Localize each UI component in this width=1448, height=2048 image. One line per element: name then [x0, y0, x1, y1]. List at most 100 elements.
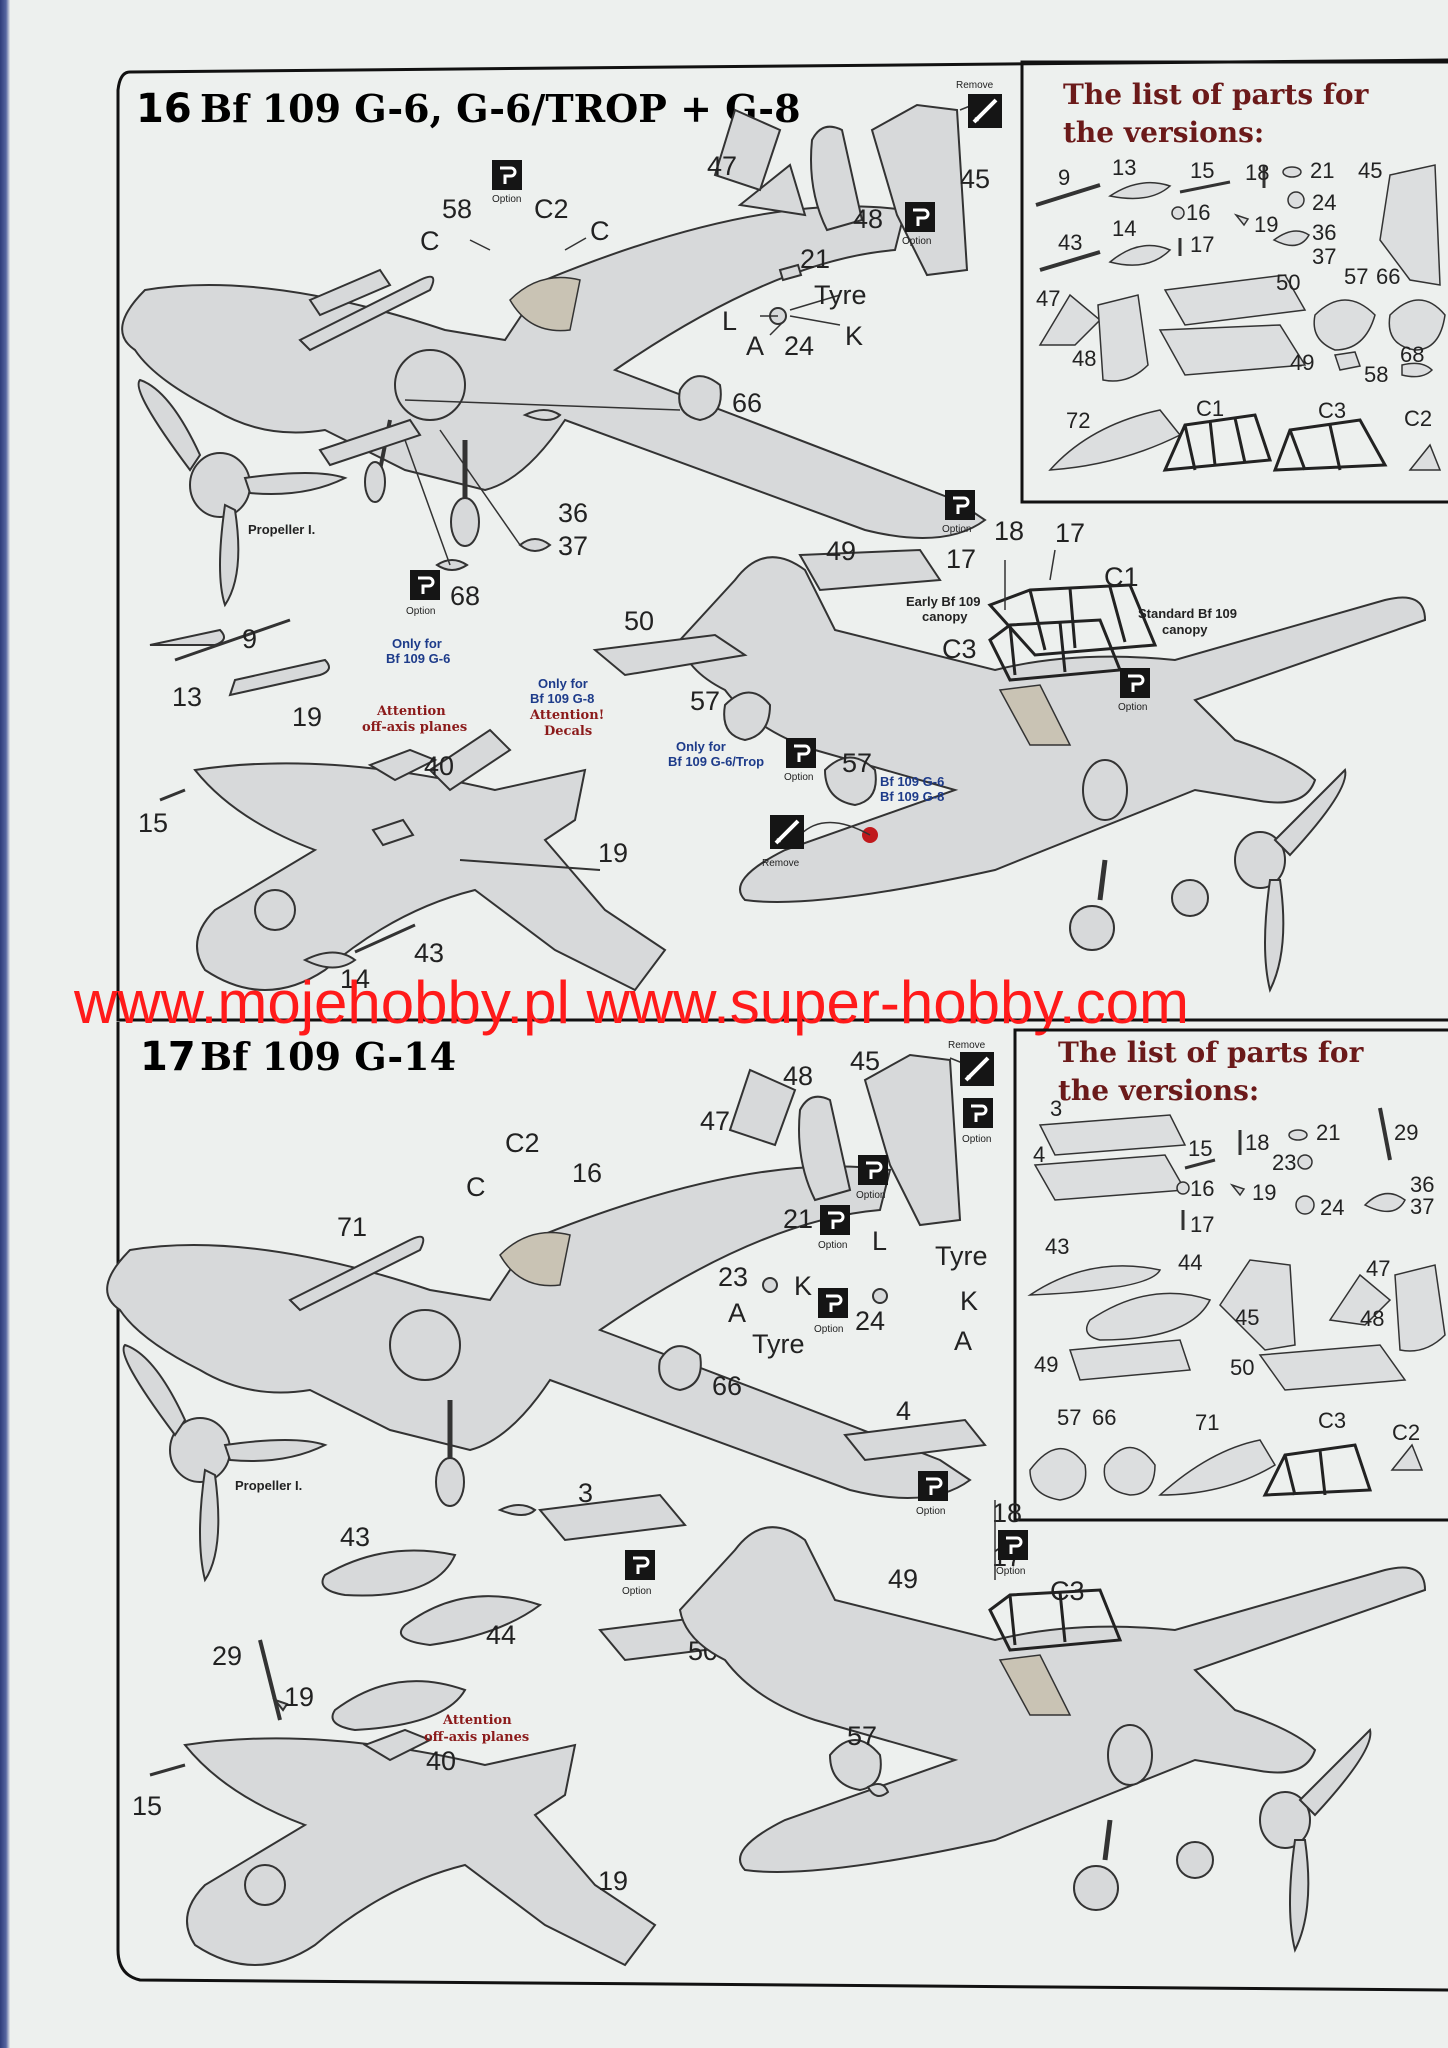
- svg-text:68: 68: [1400, 342, 1424, 367]
- svg-text:17: 17: [1190, 1212, 1214, 1237]
- svg-text:71: 71: [337, 1212, 367, 1242]
- svg-text:24: 24: [1312, 190, 1336, 215]
- svg-text:57: 57: [842, 748, 872, 778]
- svg-text:Only for: Only for: [676, 739, 726, 754]
- svg-text:50: 50: [1276, 270, 1300, 295]
- svg-text:Attention: Attention: [376, 704, 446, 719]
- step16-remove-icon-bottom: [768, 813, 806, 851]
- svg-text:17: 17: [1055, 518, 1085, 548]
- svg-text:Attention!: Attention!: [529, 708, 604, 723]
- step16-option-icon-6: [784, 736, 818, 770]
- svg-text:45: 45: [1235, 1305, 1259, 1330]
- svg-text:Remove: Remove: [762, 858, 800, 869]
- svg-text:36: 36: [1410, 1172, 1434, 1197]
- step17-option-icon-3: [818, 1203, 852, 1237]
- svg-text:Bf 109 G-8: Bf 109 G-8: [880, 789, 944, 804]
- svg-text:71: 71: [1195, 1410, 1219, 1435]
- svg-text:Early Bf 109: Early Bf 109: [906, 594, 980, 609]
- step16-option-icon-2: [903, 200, 937, 234]
- svg-text:47: 47: [707, 151, 737, 181]
- step17-option-icon-2: [856, 1153, 890, 1187]
- step17-title: Bf 109 G-14: [200, 1034, 456, 1079]
- svg-text:49: 49: [888, 1564, 918, 1594]
- svg-text:49: 49: [826, 536, 856, 566]
- step17-list-box: [1013, 1028, 1448, 1522]
- svg-text:23: 23: [1272, 1150, 1296, 1175]
- svg-text:24: 24: [784, 331, 814, 361]
- svg-text:canopy: canopy: [1162, 622, 1208, 637]
- svg-text:K: K: [960, 1286, 978, 1316]
- svg-text:49: 49: [1290, 350, 1314, 375]
- svg-text:off-axis planes: off-axis planes: [424, 1730, 529, 1745]
- svg-text:C3: C3: [1318, 398, 1346, 423]
- svg-text:36: 36: [558, 498, 588, 528]
- step16-number: 16: [136, 86, 192, 132]
- svg-text:58: 58: [442, 194, 472, 224]
- svg-text:Option: Option: [784, 772, 813, 783]
- svg-text:Only for: Only for: [392, 636, 442, 651]
- svg-text:Bf 109 G-6: Bf 109 G-6: [386, 651, 450, 666]
- svg-text:57: 57: [1057, 1405, 1081, 1430]
- svg-text:15: 15: [138, 808, 168, 838]
- svg-text:21: 21: [1310, 158, 1334, 183]
- step16-propeller-note: Propeller I.: [248, 522, 315, 537]
- svg-text:Option: Option: [942, 524, 971, 535]
- step17-option-icon-4: [816, 1286, 850, 1320]
- svg-text:16: 16: [1190, 1176, 1214, 1201]
- svg-text:19: 19: [1254, 212, 1278, 237]
- step17-aircraft-upper: [106, 1053, 976, 1583]
- step17-section: 17 Bf 109 G-14 The list of parts for the…: [106, 1022, 1448, 1992]
- svg-text:14: 14: [1112, 216, 1136, 241]
- svg-text:66: 66: [732, 388, 762, 418]
- svg-text:Tyre: Tyre: [752, 1329, 805, 1359]
- svg-text:A: A: [728, 1298, 746, 1328]
- svg-text:18: 18: [1245, 160, 1269, 185]
- svg-text:45: 45: [960, 164, 990, 194]
- svg-text:Remove: Remove: [956, 80, 994, 91]
- svg-text:14: 14: [340, 964, 370, 994]
- step16-parts-list: 9 13 15 18 21 45 16 24 14 19 43 17 36 37…: [1035, 155, 1446, 472]
- svg-text:43: 43: [1058, 230, 1082, 255]
- svg-text:29: 29: [212, 1641, 242, 1671]
- svg-text:Option: Option: [818, 1240, 847, 1251]
- svg-text:C: C: [420, 226, 440, 256]
- svg-text:C3: C3: [942, 634, 977, 664]
- svg-text:21: 21: [800, 244, 830, 274]
- photo-background-edge: [0, 0, 10, 2048]
- svg-text:43: 43: [414, 938, 444, 968]
- svg-text:36: 36: [1312, 220, 1336, 245]
- svg-text:18: 18: [1245, 1130, 1269, 1155]
- svg-text:K: K: [794, 1271, 812, 1301]
- svg-text:48: 48: [1360, 1306, 1384, 1331]
- svg-text:Option: Option: [902, 236, 931, 247]
- svg-text:15: 15: [1190, 158, 1214, 183]
- svg-text:57: 57: [690, 686, 720, 716]
- svg-text:Standard Bf 109: Standard Bf 109: [1138, 606, 1237, 621]
- svg-text:24: 24: [855, 1306, 885, 1336]
- step16-list-title-2: the versions:: [1063, 116, 1264, 149]
- svg-text:Bf 109 G-6: Bf 109 G-6: [880, 774, 944, 789]
- svg-text:37: 37: [558, 531, 588, 561]
- svg-text:3: 3: [578, 1478, 593, 1508]
- svg-text:24: 24: [1320, 1195, 1344, 1220]
- svg-text:40: 40: [426, 1746, 456, 1776]
- svg-text:19: 19: [1252, 1180, 1276, 1205]
- svg-text:47: 47: [1036, 286, 1060, 311]
- svg-text:66: 66: [712, 1371, 742, 1401]
- svg-text:4: 4: [896, 1396, 911, 1426]
- step16-option-icon-3: [408, 568, 442, 602]
- svg-text:C1: C1: [1104, 562, 1139, 592]
- step17-option-icon-5: [916, 1469, 950, 1503]
- svg-text:16: 16: [1186, 200, 1210, 225]
- svg-text:Tyre: Tyre: [935, 1241, 988, 1271]
- svg-text:L: L: [722, 306, 737, 336]
- step16-tail-parts: [435, 103, 969, 571]
- svg-text:72: 72: [1066, 408, 1090, 433]
- svg-text:15: 15: [132, 1791, 162, 1821]
- svg-text:Attention: Attention: [442, 1713, 512, 1728]
- svg-text:9: 9: [1058, 165, 1070, 190]
- step16-option-icon-1: [490, 158, 524, 192]
- svg-text:48: 48: [853, 204, 883, 234]
- svg-text:Option: Option: [814, 1324, 843, 1335]
